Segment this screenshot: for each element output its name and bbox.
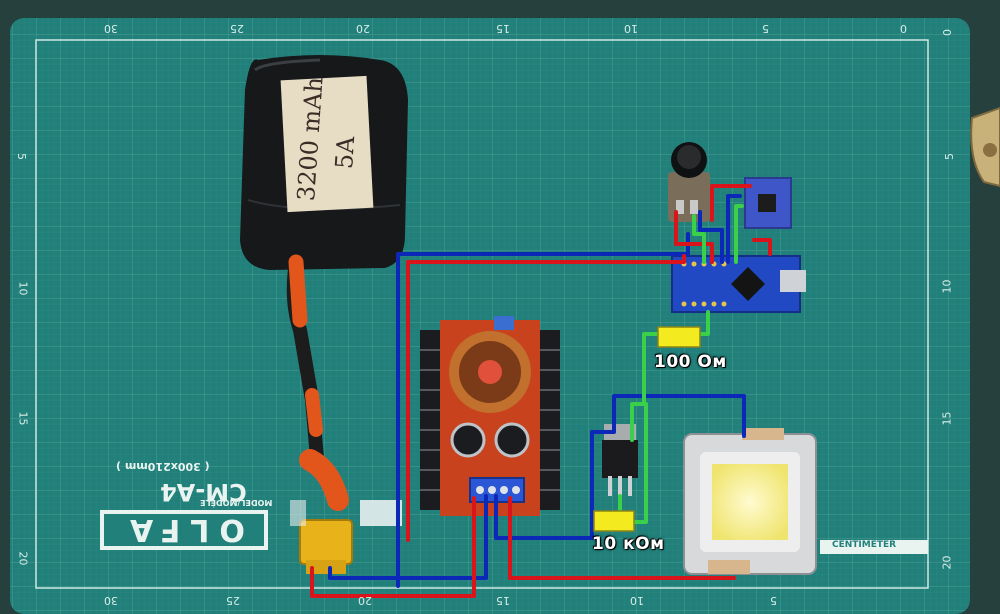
mosfet (602, 424, 638, 496)
tick-top-0: 0 (900, 22, 907, 35)
wiring (310, 184, 772, 598)
resistor-10k-ohm (593, 510, 635, 532)
tick-right-5: 5 (943, 153, 956, 160)
tick-top-10: 10 (624, 22, 638, 35)
boost-converter (420, 316, 560, 516)
tick-bottom-5: 5 (770, 594, 777, 607)
tick-left-20: 20 (16, 551, 30, 566)
resistor-100-ohm-label: 100 Ом (654, 352, 727, 372)
tick-right-15: 15 (940, 411, 954, 426)
mat-size: ( 300x210mm ) (116, 460, 210, 473)
tick-right-10: 10 (940, 279, 954, 294)
battery-label-tape (280, 75, 374, 213)
tick-bottom-15: 15 (496, 594, 510, 607)
mat-brand: OLFA (120, 512, 245, 547)
xt60-connector (299, 519, 353, 574)
tick-top-5: 5 (762, 22, 769, 35)
tick-left-10: 10 (16, 281, 30, 296)
potentiometer (668, 142, 710, 222)
tick-right-0: 0 (941, 29, 954, 36)
resistor-10k-ohm-label: 10 кОм (592, 534, 665, 554)
tick-bottom-25: 25 (226, 594, 240, 607)
resistor-100-ohm (657, 326, 701, 348)
tick-left-15: 15 (16, 411, 30, 426)
tick-left-5: 5 (15, 153, 28, 160)
led-cob (683, 428, 817, 575)
battery-current-text: 5A (330, 135, 361, 170)
tick-top-15: 15 (496, 22, 510, 35)
tick-top-25: 25 (230, 22, 244, 35)
tick-bottom-10: 10 (630, 594, 644, 607)
tick-bottom-20: 20 (358, 594, 372, 607)
battery-pack (240, 55, 408, 270)
tick-right-20: 20 (940, 555, 954, 570)
mat-model-caption: MODEL/MODÈLE (200, 498, 273, 507)
sensor-module (744, 177, 792, 229)
tick-top-20: 20 (356, 22, 370, 35)
mat-centimeter: CENTIMETER (832, 540, 897, 550)
arduino-nano (671, 255, 806, 313)
tick-top-30: 30 (104, 22, 118, 35)
tick-bottom-30: 30 (104, 594, 118, 607)
